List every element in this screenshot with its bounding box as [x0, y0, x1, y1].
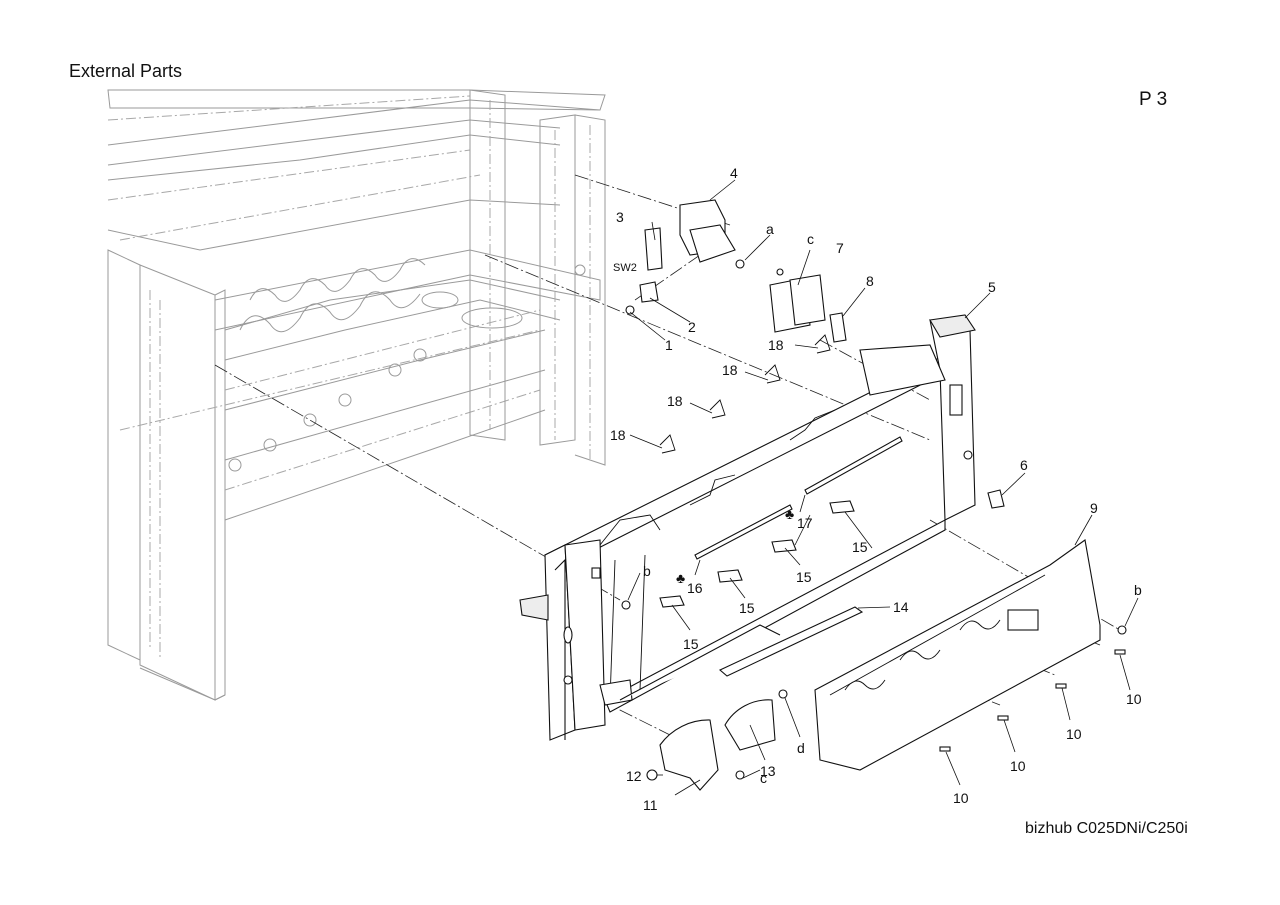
- screw-b-left: [621, 600, 631, 610]
- dial-parts-11-13: [646, 689, 788, 791]
- pads-10: [939, 649, 1126, 752]
- callout-9: 9: [1090, 500, 1098, 516]
- callout-13: 13: [760, 763, 776, 779]
- callout-8: 8: [866, 273, 874, 289]
- callout-10-d: 10: [953, 790, 969, 806]
- callout-18-b: 18: [722, 362, 738, 378]
- label-sw2: SW2: [613, 262, 637, 274]
- clip-part-6: [987, 489, 1005, 509]
- callout-17: 17: [797, 515, 813, 531]
- callout-16: 16: [687, 580, 703, 596]
- callout-10-a: 10: [1126, 691, 1142, 707]
- callout-5: 5: [988, 279, 996, 295]
- rail-part-14: [619, 624, 781, 701]
- page-title: External Parts: [69, 61, 183, 81]
- cover-parts-7-8: [769, 268, 847, 343]
- callout-15-d: 15: [683, 636, 699, 652]
- callout-4: 4: [730, 165, 738, 181]
- machine-frame-ghost: [107, 89, 606, 701]
- callout-c-lower: c: [760, 770, 767, 786]
- leader-lines: [627, 179, 1139, 796]
- callout-1: 1: [665, 337, 673, 353]
- callout-18-d: 18: [610, 427, 626, 443]
- callout-b-right: b: [1134, 582, 1142, 598]
- callout-18-c: 18: [667, 393, 683, 409]
- switch-bracket-parts-1-4: [625, 199, 745, 315]
- pads-15-16-17: [659, 436, 903, 608]
- page-number: P 3: [1139, 89, 1168, 110]
- callout-a: a: [766, 221, 774, 237]
- callout-2: 2: [688, 319, 696, 335]
- callout-6: 6: [1020, 457, 1028, 473]
- club-mark-icon-16: ♣: [676, 570, 685, 586]
- callout-10-b: 10: [1066, 726, 1082, 742]
- callout-10-c: 10: [1010, 758, 1026, 774]
- callout-18-a: 18: [768, 337, 784, 353]
- callout-c-upper: c: [807, 231, 814, 247]
- callout-15-b: 15: [796, 569, 812, 585]
- right-cover-part-9: [814, 539, 1127, 771]
- rod-part-14: [718, 606, 864, 677]
- springs-18: [659, 334, 831, 454]
- callout-15-c: 15: [739, 600, 755, 616]
- callout-15-a: 15: [852, 539, 868, 555]
- callout-12: 12: [626, 768, 642, 784]
- callout-7: 7: [836, 240, 844, 256]
- model-name: bizhub C025DNi/C250i: [1025, 820, 1188, 837]
- club-mark-icon-17: ♣: [785, 506, 794, 522]
- callout-3: 3: [616, 209, 624, 225]
- callout-14: 14: [893, 599, 909, 615]
- callout-d: d: [797, 740, 805, 756]
- callout-11: 11: [643, 797, 658, 813]
- callout-b-left: b: [643, 563, 651, 579]
- callout-labels: 4 3 SW2 a 2 1 c 7 8 5 18 18 18 18 6 9 b …: [610, 165, 1142, 813]
